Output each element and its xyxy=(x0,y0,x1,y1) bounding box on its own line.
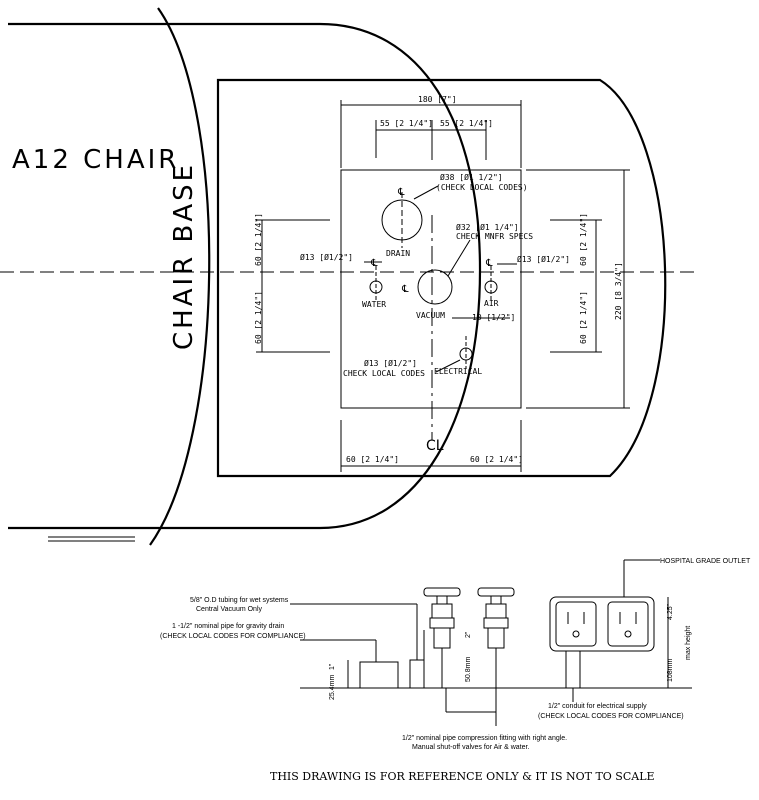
dim-bottom-left-text: 60 [2 1/4"] xyxy=(346,455,399,464)
elec-note-text: CHECK LOCAL CODES xyxy=(343,369,425,378)
elec-size-text: Ø13 [Ø1/2"] xyxy=(364,358,417,368)
fitting-text-1: 1/2" nominal pipe compression fitting wi… xyxy=(402,735,567,742)
centerline-label: CL xyxy=(426,438,444,454)
leader-vacuum xyxy=(447,239,471,277)
valve-right xyxy=(477,587,515,688)
leader-elec xyxy=(435,359,461,373)
drain-cl-symbol: ℄ xyxy=(397,187,405,198)
drawing-title: A12 CHAIR xyxy=(12,145,179,175)
dim-bottom-right-text: 60 [2 1/4"] xyxy=(470,455,523,464)
drain-pipe xyxy=(359,661,399,689)
valve-left xyxy=(423,587,461,688)
vacuum-circle xyxy=(417,269,453,305)
service-box xyxy=(340,169,522,409)
outlet-text: HOSPITAL GRADE OUTLET xyxy=(660,558,751,565)
leader-drain xyxy=(413,185,439,200)
drain-pipe-text-1: 1 -1/2" nominal pipe for gravity drain xyxy=(172,623,284,630)
fitting-text-2: Manual shut-off valves for Air & water. xyxy=(412,744,529,751)
dim-1in-text: 1" xyxy=(329,663,336,670)
drain-size-text: Ø38 [Ø1 1/2"] xyxy=(440,172,503,182)
dim-50mm-text: 50.8mm xyxy=(465,657,472,682)
conduit xyxy=(565,650,581,689)
chair-outline xyxy=(8,22,482,530)
chair-back-arc xyxy=(149,7,211,546)
receptacle-right xyxy=(607,601,649,647)
water-label: WATER xyxy=(362,300,386,309)
chair-base-outline xyxy=(216,78,667,478)
electrical-label: ELECTRICAL xyxy=(434,367,482,376)
air-size-text: Ø13 [Ø1/2"] xyxy=(517,254,570,264)
air-label: AIR xyxy=(484,299,499,308)
dim-right-lower-text: 60 [2 1/4"] xyxy=(579,291,588,344)
water-size-text: Ø13 [Ø1/2"] xyxy=(300,252,353,262)
dim-108-text: 108mm xyxy=(667,658,674,682)
vacuum-cl-symbol: ℄ xyxy=(401,284,409,295)
disclaimer: THIS DRAWING IS FOR REFERENCE ONLY & IT … xyxy=(270,770,655,783)
dim-left-upper-text: 60 [2 1/4"] xyxy=(254,213,263,266)
tubing-text-2: Central Vacuum Only xyxy=(196,606,263,613)
air-cl-symbol: ℄ xyxy=(485,258,493,269)
dim-2in-text: 2" xyxy=(465,631,472,638)
vacuum-tubing xyxy=(409,659,425,689)
chair-base-label: CHAIR BASE xyxy=(169,162,199,350)
dim-25mm-text: 25.4mm xyxy=(329,675,336,700)
tubing-text-1: 5/8" O.D tubing for wet systems xyxy=(190,597,289,604)
conduit-text-2: (CHECK LOCAL CODES FOR COMPLIANCE) xyxy=(538,713,684,720)
vacuum-note-text: CHECK MNFR SPECS xyxy=(456,232,533,241)
vacuum-size-text: Ø32 [Ø1 1/4"] xyxy=(456,222,519,232)
water-cl-symbol: ℄ xyxy=(370,258,378,269)
drain-label: DRAIN xyxy=(386,249,410,258)
drain-pipe-text-2: (CHECK LOCAL CODES FOR COMPLIANCE) xyxy=(160,633,306,640)
max-height-text: max height xyxy=(685,626,692,660)
receptacle-left xyxy=(555,601,597,647)
dim-right-offset-text: 55 [2 1/4"] xyxy=(440,119,493,128)
drain-note-text: (CHECK LOCAL CODES) xyxy=(436,183,528,192)
dim-right-upper-text: 60 [2 1/4"] xyxy=(579,213,588,266)
vacuum-label: VACUUM xyxy=(416,311,445,320)
dim-left-lower-text: 60 [2 1/4"] xyxy=(254,291,263,344)
dim-425-text: 4.25" xyxy=(667,603,674,620)
outlet-box xyxy=(549,596,655,652)
dim-overall-text: 180 [7"] xyxy=(418,95,457,104)
dim-right-overall-text: 220 [8 3/4"] xyxy=(614,262,623,320)
vacuum-offset-text: 10 [1/2"] xyxy=(472,313,515,322)
dim-left-offset-text: 55 [2 1/4"] xyxy=(380,119,433,128)
conduit-text-1: 1/2" conduit for electrical supply xyxy=(548,703,647,710)
